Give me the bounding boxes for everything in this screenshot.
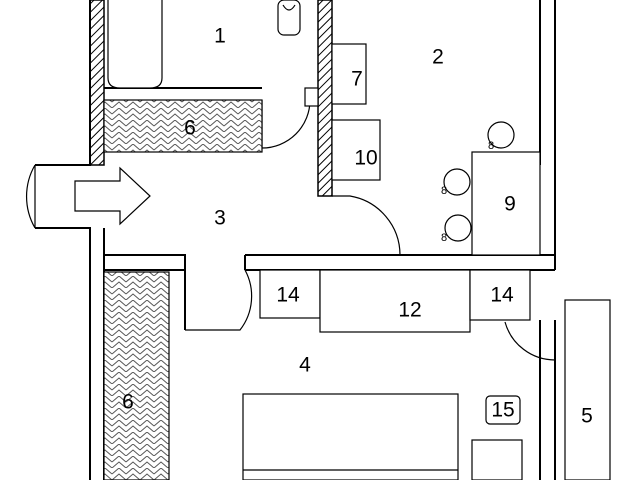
bath-door-frame — [304, 87, 319, 107]
room-2-label: 2 — [432, 46, 444, 69]
bed — [242, 393, 459, 480]
outer-wall-right — [539, 0, 556, 270]
cabinet-14-right-label: 14 — [490, 284, 514, 307]
cabinet-7 — [331, 43, 367, 105]
burner-8b-label: 8 — [441, 185, 447, 197]
storage-6-top — [103, 99, 263, 153]
nightstand — [471, 439, 523, 480]
toilet-bowl — [282, 4, 296, 11]
balcony-door — [504, 321, 556, 361]
cabinet-14-left-label: 14 — [276, 284, 300, 307]
burner-8-middle — [443, 168, 471, 196]
burner-8-top — [487, 121, 515, 149]
storage-6-top-label: 6 — [184, 117, 196, 140]
toilet — [277, 0, 301, 36]
sofa-12-label: 12 — [398, 299, 421, 322]
room-3-label: 3 — [214, 207, 226, 230]
cabinet-10-label: 10 — [354, 147, 377, 170]
wall-room-divider — [244, 254, 555, 271]
cabinet-7-label: 7 — [351, 68, 363, 91]
entrance-arrow — [74, 166, 151, 226]
balcony-5 — [564, 299, 611, 480]
room-5-label: 5 — [581, 405, 593, 428]
sofa-12 — [319, 269, 471, 333]
hatched-wall-left — [89, 0, 105, 166]
outer-wall-left-bottom — [35, 227, 91, 480]
entrance-door — [25, 164, 36, 229]
room-1-label: 1 — [214, 25, 226, 48]
wall-right-lower — [539, 320, 556, 480]
storage-6-left — [103, 271, 170, 480]
cabinet-14-right — [469, 269, 531, 321]
cabinet-14-left — [259, 269, 321, 319]
kitchen-door — [332, 195, 401, 256]
hatched-wall-middle — [317, 0, 333, 197]
bathtub — [107, 0, 163, 89]
outer-wall-left-top — [35, 0, 91, 166]
label-15: 15 — [491, 399, 514, 422]
cabinet-10 — [331, 119, 381, 181]
room-door — [185, 269, 253, 331]
bath-door — [261, 99, 311, 149]
wall-hall-kitchen — [104, 254, 186, 270]
counter-9-label: 9 — [504, 193, 516, 216]
counter-9 — [471, 151, 541, 256]
room-4-label: 4 — [299, 354, 311, 377]
burner-8-bottom — [444, 214, 472, 242]
storage-6-left-label: 6 — [122, 391, 134, 414]
burner-8c-label: 8 — [441, 232, 447, 244]
burner-8a-label: 8 — [488, 140, 494, 152]
label-15-box — [485, 395, 521, 425]
